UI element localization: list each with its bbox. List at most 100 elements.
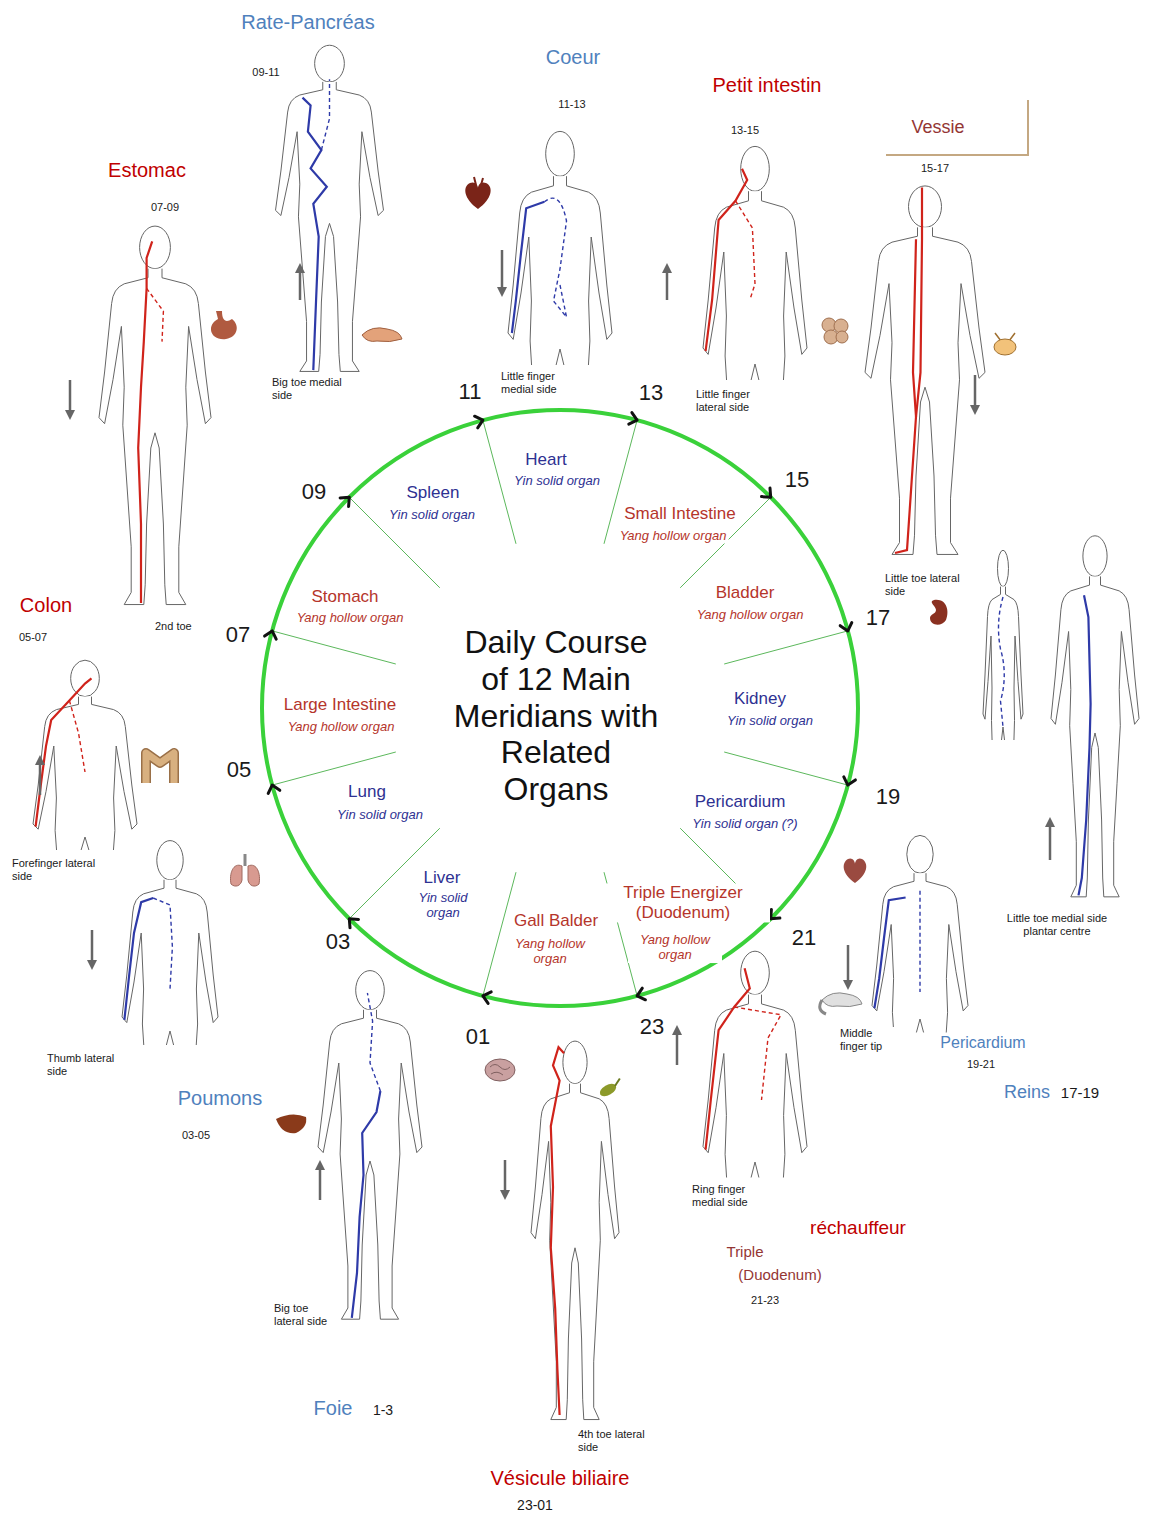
duodenum-icon [820, 993, 862, 1014]
gall-bladder-figure [531, 1041, 619, 1419]
organ-type: Yin solid organ (?) [690, 817, 799, 832]
time-range: 17-19 [1059, 1084, 1101, 1101]
point-note: Middle finger tip [838, 1027, 902, 1052]
organ-type: Yang hollow organ [695, 608, 806, 623]
heart-figure [508, 131, 612, 529]
organ-name: Pericardium [938, 1034, 1027, 1052]
hour-number: 07 [224, 622, 252, 647]
point-note: Big toe lateral side [272, 1302, 338, 1327]
organ-type: Yang hollow organ [286, 720, 397, 735]
hour-number: 17 [864, 605, 892, 630]
hour-number: 05 [225, 757, 253, 782]
pericardium-figure [872, 835, 968, 1171]
meridian-name: Kidney [732, 689, 788, 709]
organ-name: Vésicule biliaire [489, 1467, 632, 1490]
stomach-figure [99, 226, 211, 604]
colon-figure [33, 660, 137, 984]
organ-type: Yin solid organ [725, 714, 815, 729]
meridian-name: Large Intestine [282, 695, 398, 715]
gallbladder-icon [598, 1078, 625, 1099]
organ-name: Rate-Pancréas [239, 11, 376, 34]
hour-number: 13 [637, 380, 665, 405]
diagram-title: Daily Course of 12 Main Meridians with R… [447, 624, 666, 808]
meridian-clock [262, 410, 858, 1006]
lung-figure [122, 841, 218, 1190]
point-note: Big toe medial side [270, 376, 346, 401]
hour-number: 01 [464, 1024, 492, 1049]
meridian-name: Triple Energizer (Duodenum) [596, 883, 770, 922]
time-range: 11-13 [556, 98, 587, 111]
point-note: Little finger lateral side [694, 388, 778, 413]
brain-icon [485, 1059, 515, 1081]
meridian-name: Small Intestine [622, 504, 738, 524]
organ-name: réchauffeur [808, 1217, 908, 1239]
organ-name: (Duodenum) [736, 1266, 823, 1283]
organ-type: Yin solid organ [512, 474, 602, 489]
flow-arrows [40, 250, 1050, 1200]
heart-icon [465, 177, 490, 209]
organ-name: Foie [312, 1397, 355, 1420]
kidney-figure [1051, 536, 1139, 897]
organ-type: Yang hollow organ [295, 611, 406, 626]
point-note: Little toe medial side plantar centre [990, 912, 1124, 937]
organ-name: Poumons [176, 1087, 265, 1110]
organ-name: Reins [1002, 1082, 1052, 1103]
hour-number: 23 [638, 1014, 666, 1039]
organ-name: Triple [725, 1243, 766, 1260]
stomach-icon [211, 311, 237, 339]
organ-type: Yin solid organ [335, 808, 425, 823]
meridian-name: Pericardium [693, 792, 788, 812]
colon-icon [146, 753, 174, 783]
kidney-icon [930, 600, 948, 625]
organ-type: Yin solid organ [387, 508, 477, 523]
label-bracket [886, 100, 1028, 155]
hour-number: 03 [324, 929, 352, 954]
spleen-figure [276, 45, 384, 371]
point-note: Forefinger lateral side [10, 857, 114, 882]
time-range: 21-23 [749, 1294, 781, 1307]
point-note: Little finger medial side [499, 370, 583, 395]
time-range: 05-07 [17, 631, 49, 644]
point-note: Thumb lateral side [45, 1052, 124, 1077]
intestine-icon [822, 318, 848, 344]
organ-type: Yang hollow organ [503, 937, 597, 967]
time-range: 03-05 [180, 1129, 212, 1142]
organ-name: Petit intestin [711, 74, 824, 97]
hour-number: 15 [783, 467, 811, 492]
meridian-name: Stomach [309, 587, 380, 607]
meridian-name: Gall Balder [512, 911, 600, 931]
hour-number: 09 [300, 479, 328, 504]
time-range: 15-17 [919, 162, 951, 175]
time-range: 23-01 [515, 1497, 555, 1513]
organ-name: Estomac [106, 159, 188, 182]
pancreas-icon [362, 328, 402, 342]
organ-name: Coeur [544, 46, 602, 69]
kidney-side-figure [983, 550, 1023, 874]
hour-number: 11 [457, 379, 484, 404]
organ-name: Vessie [909, 117, 966, 138]
time-range: 13-15 [729, 124, 761, 137]
liver-icon [276, 1114, 306, 1133]
bladder-figure [865, 186, 985, 555]
bladder-icon [994, 333, 1016, 355]
meridian-name: Liver [422, 868, 463, 888]
organ-type: Yang hollow organ [618, 529, 729, 544]
organ-name: Colon [18, 594, 74, 617]
time-range: 19-21 [965, 1058, 997, 1071]
hour-number: 19 [874, 784, 902, 809]
point-note: 4th toe lateral side [576, 1428, 655, 1453]
time-range: 1-3 [371, 1402, 395, 1418]
point-note: Ring finger medial side [690, 1183, 774, 1208]
meridian-name: Lung [346, 782, 388, 802]
hour-number: 21 [790, 925, 818, 950]
liver-figure [318, 971, 422, 1320]
lung-icon [230, 854, 259, 886]
time-range: 09-11 [250, 66, 281, 79]
time-range: 07-09 [149, 201, 181, 214]
organ-type: Yin solid organ [401, 891, 485, 921]
organ-type: Yang hollow organ [628, 933, 722, 963]
point-note: 2nd toe [153, 620, 194, 633]
meridian-name: Heart [523, 450, 569, 470]
meridian-name: Bladder [714, 583, 777, 603]
